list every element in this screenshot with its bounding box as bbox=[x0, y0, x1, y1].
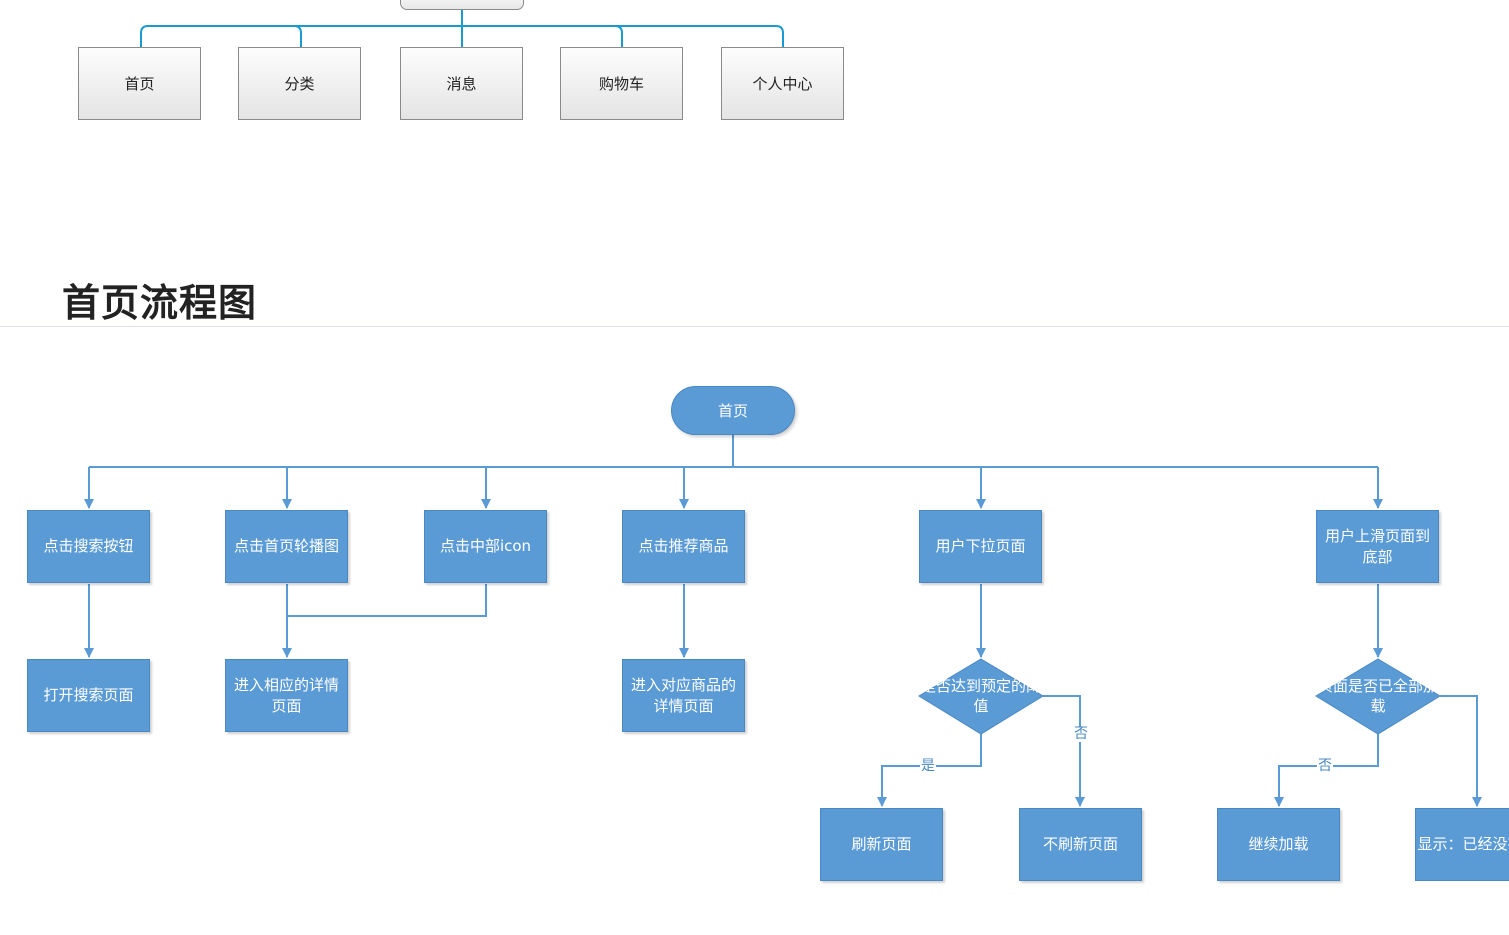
node-continue-load: 继续加载 bbox=[1217, 808, 1340, 881]
decision-threshold-text: 是否达到预定的阈值 bbox=[920, 677, 1041, 715]
org-root-node bbox=[400, 0, 524, 10]
node-scroll-bottom: 用户上滑页面到底部 bbox=[1316, 510, 1439, 583]
edge-label-yes: 是 bbox=[920, 758, 936, 774]
org-connectors bbox=[140, 10, 784, 47]
decision-all-loaded-diamond bbox=[1315, 658, 1441, 735]
org-node-cart: 购物车 bbox=[560, 47, 683, 120]
node-click-recommend: 点击推荐商品 bbox=[622, 510, 745, 583]
node-no-refresh: 不刷新页面 bbox=[1019, 808, 1142, 881]
edge-label-no-continue: 否 bbox=[1317, 758, 1333, 774]
node-click-icon: 点击中部icon bbox=[424, 510, 547, 583]
node-refresh: 刷新页面 bbox=[820, 808, 943, 881]
org-node-category: 分类 bbox=[238, 47, 361, 120]
org-node-messages: 消息 bbox=[400, 47, 523, 120]
org-node-profile: 个人中心 bbox=[721, 47, 844, 120]
decision-threshold-diamond bbox=[918, 658, 1044, 735]
section-title: 首页流程图 bbox=[62, 281, 258, 325]
node-show-all-loaded: 显示：已经没有啦 bbox=[1415, 808, 1509, 881]
flow-start-node: 首页 bbox=[671, 386, 795, 435]
edge-label-no-refresh: 否 bbox=[1073, 726, 1089, 742]
node-click-search: 点击搜索按钮 bbox=[27, 510, 150, 583]
node-enter-product-detail: 进入对应商品的详情页面 bbox=[622, 659, 745, 732]
flow-connectors bbox=[84, 435, 1482, 807]
node-click-carousel: 点击首页轮播图 bbox=[225, 510, 348, 583]
title-divider bbox=[0, 326, 1509, 327]
node-open-search: 打开搜索页面 bbox=[27, 659, 150, 732]
node-pull-down: 用户下拉页面 bbox=[919, 510, 1042, 583]
org-node-home: 首页 bbox=[78, 47, 201, 120]
node-show-all-loaded-label: 显示：已经没有啦 bbox=[1417, 835, 1509, 853]
node-enter-detail: 进入相应的详情页面 bbox=[225, 659, 348, 732]
decision-all-loaded-text: 页面是否已全部加载 bbox=[1317, 677, 1438, 715]
